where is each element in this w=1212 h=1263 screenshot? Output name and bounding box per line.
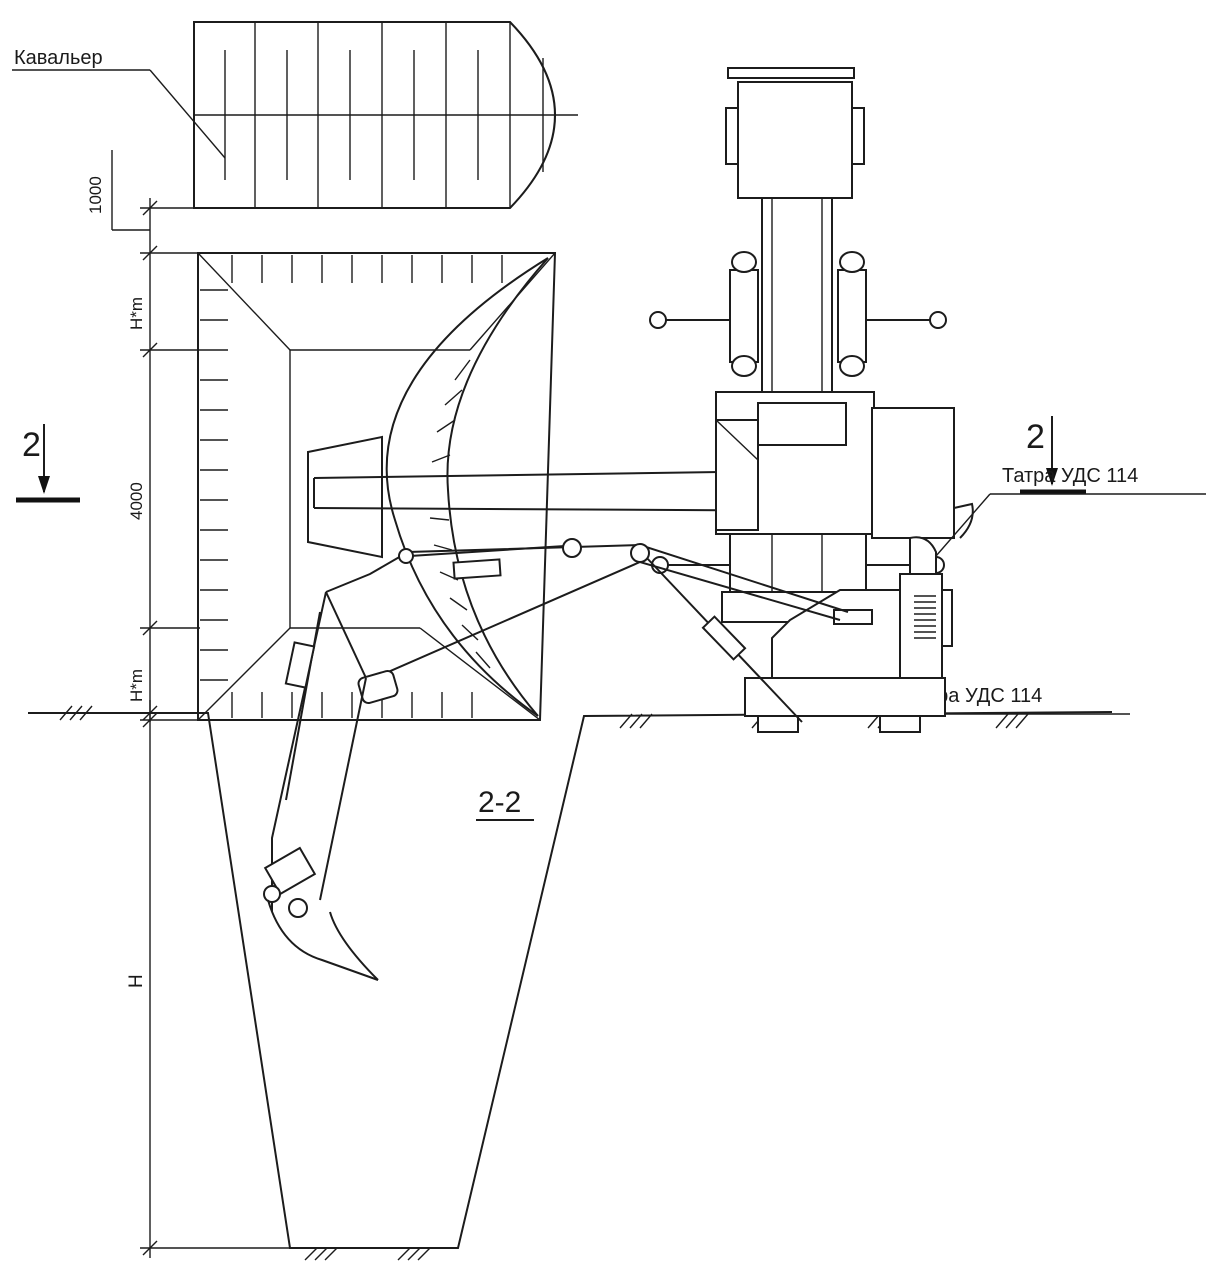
slope-hatching <box>200 255 503 718</box>
kavalier-leader <box>12 69 226 159</box>
dim-h: H <box>126 974 147 988</box>
section-mark-right <box>1020 416 1086 495</box>
bucket-plan <box>307 435 383 559</box>
digging-arc <box>385 257 549 717</box>
stick-section <box>263 591 379 981</box>
excavator-section <box>744 536 953 733</box>
dim-4000: 4000 <box>127 482 146 520</box>
dim-hm-top: H*m <box>127 297 146 330</box>
trench-section <box>28 705 1113 1261</box>
spoil-heap <box>193 21 578 209</box>
section-mark-left <box>16 424 80 503</box>
section-title: 2-2 <box>478 786 521 819</box>
tatra-section-leader <box>935 493 1206 557</box>
tatra-section-label: Татра УДС 114 <box>1002 465 1138 487</box>
pit-plan <box>197 252 557 721</box>
section-mark-left-label: 2 <box>22 426 41 464</box>
dim-1000: 1000 <box>86 176 105 214</box>
kavalier-label: Кавальер <box>14 47 103 69</box>
boom-section <box>325 538 849 723</box>
section-mark-right-label: 2 <box>1026 418 1045 456</box>
dim-hm-bottom: H*m <box>127 669 146 702</box>
dimension-chain <box>111 150 206 728</box>
depth-dimension <box>140 700 290 1258</box>
